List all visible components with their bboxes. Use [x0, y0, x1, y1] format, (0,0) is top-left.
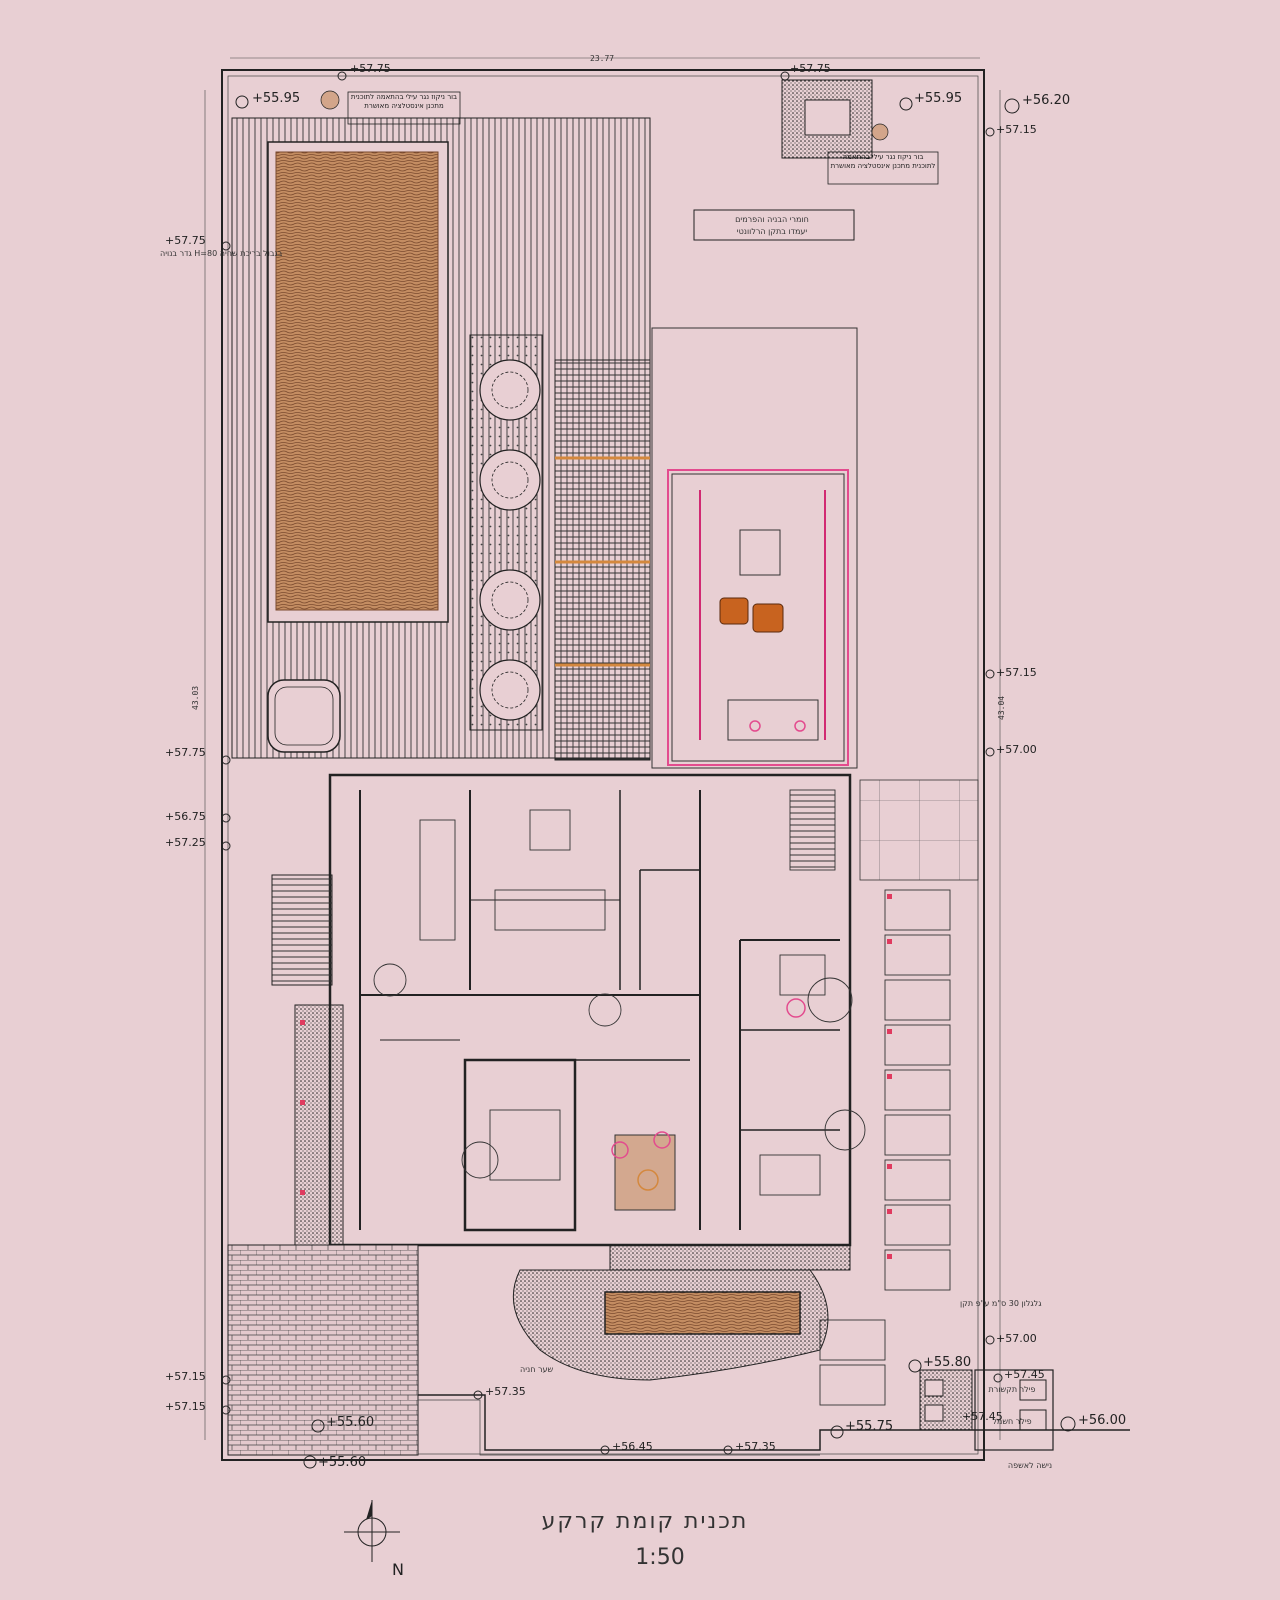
level-drive: +55.75 [845, 1419, 893, 1434]
level-left-a: +56.75 [165, 810, 206, 823]
level-far-right: +56.00 [1078, 1413, 1126, 1428]
house-fixtures [373, 789, 866, 1196]
north-arrow: N [344, 1500, 404, 1579]
level-right-mid: +57.15 [996, 666, 1037, 679]
level-bottom-a: +56.45 [612, 1440, 653, 1453]
dimension-left: 43.03 [191, 686, 200, 710]
level-bottom-mid: +57.35 [485, 1385, 526, 1398]
garden-shed [781, 79, 873, 159]
materials-note-line-2: יעמדו בתקן הרלוונטי [737, 227, 808, 236]
right-paving-grid [859, 779, 979, 881]
level-right-low: +57.00 [996, 743, 1037, 756]
pool-water [275, 151, 439, 611]
level-bin-mid: +57.45 [962, 1410, 1003, 1423]
level-bottom-left-b: +57.15 [165, 1400, 206, 1413]
dining-table [727, 699, 819, 741]
cobbles-note: גלגלון 30 ס"מ ע"פ תקן [960, 1299, 1042, 1308]
level-top-fence-left: +57.75 [350, 62, 391, 75]
driveway-paving [227, 1244, 419, 1456]
level-tl-pit: +55.95 [252, 91, 300, 106]
kitchen-island [739, 529, 781, 576]
house-interior-walls [359, 790, 840, 1232]
annex-frame [651, 327, 858, 769]
waste-niche-label: נישה לאשפה [1008, 1461, 1052, 1470]
armchair-1 [719, 597, 749, 625]
level-tr-pit: +55.95 [914, 91, 962, 106]
pit-note-left: בור ניקוז נגר עילי בהתאמה לתוכנית מתכנן … [350, 93, 458, 110]
tree-2 [479, 449, 541, 511]
dimension-right: 43.04 [997, 696, 1006, 720]
fence-note-left: גדר בנויה H=80 בגבול בריכת שחיה [160, 249, 283, 258]
level-bin-top: +57.45 [1004, 1368, 1045, 1381]
dimension-top: 23.77 [590, 54, 614, 63]
level-bl-corner: +55.60 [318, 1455, 366, 1470]
level-right-entry: +55.80 [923, 1355, 971, 1370]
front-bench [604, 1291, 801, 1335]
jacuzzi [267, 679, 341, 753]
level-bottom-left-a: +57.15 [165, 1370, 206, 1383]
living-annex [667, 469, 849, 766]
pit-note-left-box [347, 91, 461, 125]
level-left-upper: +57.75 [165, 234, 206, 247]
pergola [554, 359, 651, 761]
front-terrace [609, 1244, 851, 1271]
site-boundary [221, 69, 985, 1461]
left-stair [271, 874, 333, 986]
red-markers [300, 894, 892, 1259]
level-left-mid: +57.75 [165, 746, 206, 759]
level-bottom-b: +57.35 [735, 1440, 776, 1453]
main-house [328, 773, 852, 1247]
pit-note-right: בור ניקוז נגר עילי בהתאמה לתוכנית מתכנן … [830, 153, 936, 170]
level-left-b: +57.25 [165, 836, 206, 849]
level-bl-gate: +55.60 [326, 1415, 374, 1430]
tree-1 [479, 359, 541, 421]
left-gravel-strip [294, 1004, 344, 1246]
materials-note-line-1: חומרי הבניה והפרמים [735, 215, 809, 224]
gate-note: שער חניה [520, 1365, 554, 1374]
tree-3 [479, 569, 541, 631]
waste-niche [974, 1369, 1054, 1451]
level-markers: +55.95 +57.75 +57.75 +55.95 +56.20 +57.1… [165, 62, 1126, 1470]
parking-bays [819, 889, 951, 1406]
north-label: N [392, 1560, 404, 1579]
gas-cabinet-label: פילר תקשורת [989, 1385, 1036, 1394]
tree-4 [479, 659, 541, 721]
level-tr-corner: +56.20 [1022, 93, 1070, 108]
level-right-fence-top: +57.15 [996, 123, 1037, 136]
drawing-title: תכנית קומת קרקע [542, 1509, 749, 1534]
level-top-fence-right: +57.75 [790, 62, 831, 75]
level-right-gate: +57.00 [996, 1332, 1037, 1345]
drawing-scale: 1:50 [635, 1545, 684, 1570]
materials-note-box [693, 209, 855, 241]
pit-note-right-box [827, 151, 939, 185]
electric-cabinet-label: פילר חשמל [992, 1417, 1031, 1426]
armchair-2 [752, 603, 784, 633]
